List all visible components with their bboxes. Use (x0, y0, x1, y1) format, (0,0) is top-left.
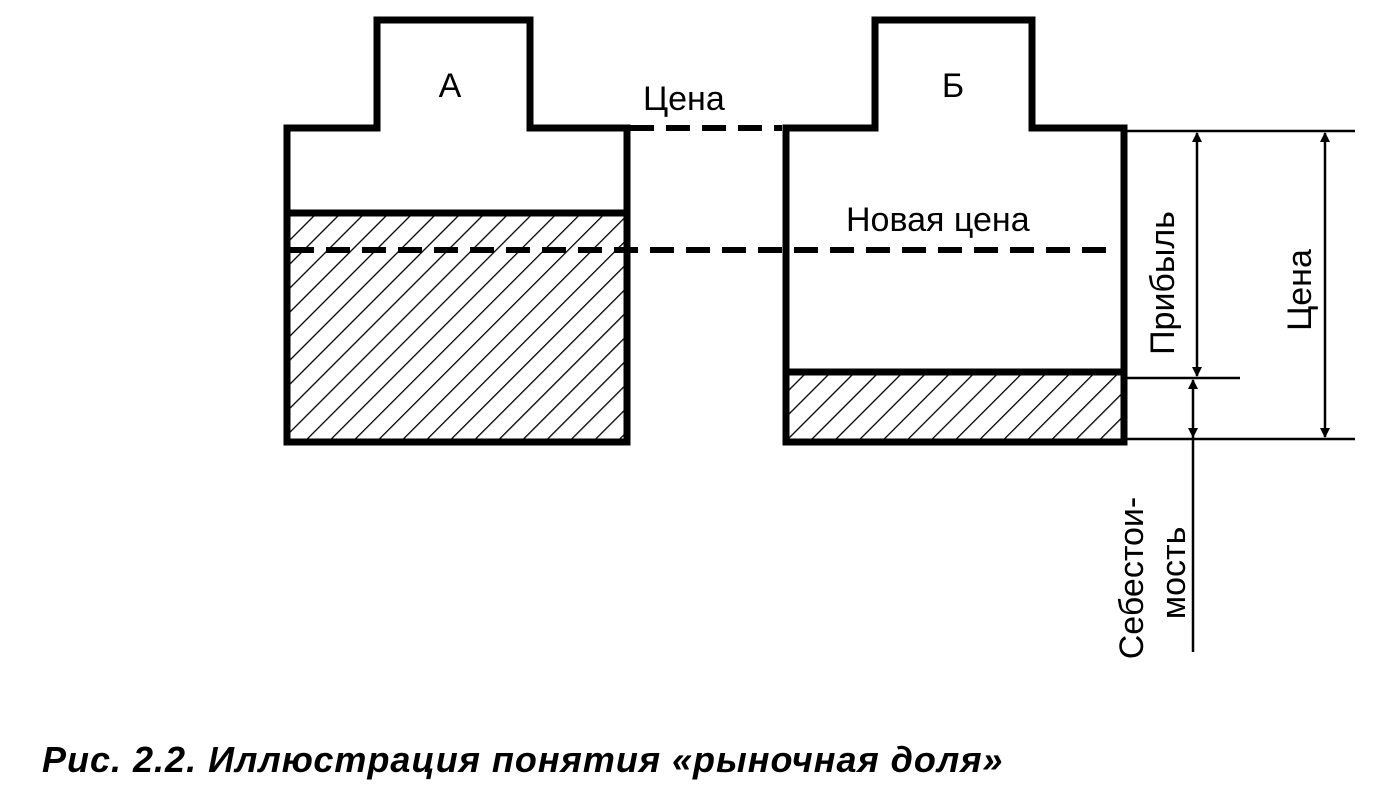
profit-label: Прибыль (1144, 211, 1182, 355)
shape-b-label: Б (942, 67, 964, 105)
dimension-lines (1124, 129, 1355, 652)
shape-b-outline (782, 16, 1128, 446)
shape-a-outline (283, 16, 631, 446)
shape-b: Б (782, 16, 1128, 446)
price-label: Цена (643, 80, 725, 118)
shape-b-cost-hatch (786, 372, 1124, 442)
shape-a: А (283, 16, 631, 446)
price-vertical-label: Цена (1281, 249, 1319, 331)
cost-label-line1: Себестои- (1113, 497, 1151, 660)
new-price-label: Новая цена (846, 201, 1030, 239)
cost-label-line2: мость (1155, 527, 1193, 620)
shape-a-label: А (439, 67, 462, 105)
figure-caption: Рис. 2.2. Иллюстрация понятия «рыночная … (42, 739, 1004, 780)
